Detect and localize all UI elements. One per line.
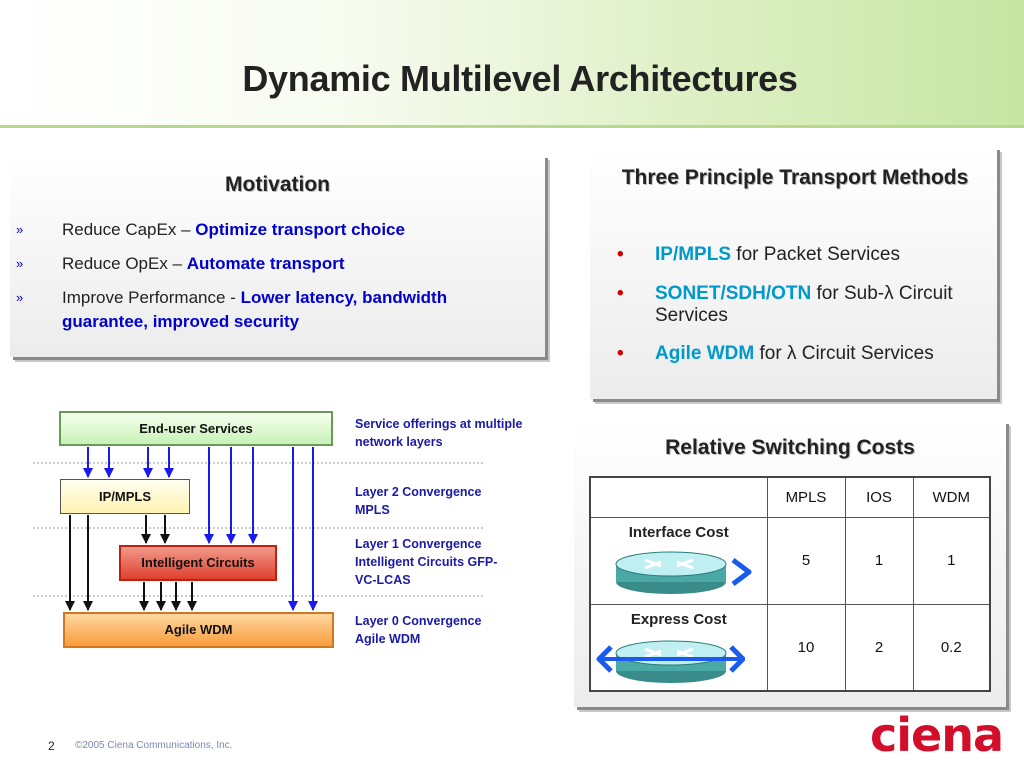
motivation-item-highlight: Lower latency, bandwidth guarantee, impr… <box>62 288 448 331</box>
row-label: Interface Cost <box>628 523 729 541</box>
service-note: Service offerings at multiple network la… <box>355 417 523 449</box>
methods-item: • Agile WDM for λ Circuit Services <box>617 343 975 365</box>
cost-table: MPLS IOS WDM Interface Cost 5 1 1 Expres <box>589 476 991 692</box>
motivation-panel: Motivation » Reduce CapEx – Optimize tra… <box>10 155 545 357</box>
bullet-icon: » <box>16 256 24 271</box>
row-label: Express Cost <box>630 610 727 628</box>
methods-item: • IP/MPLS for Packet Services <box>617 244 975 266</box>
layer-diagram <box>33 447 483 611</box>
table-header-cell: IOS <box>844 476 914 518</box>
table-header-cell: MPLS <box>766 476 846 518</box>
methods-panel: Three Principle Transport Methods • IP/M… <box>590 147 997 399</box>
table-cell: 1 <box>912 516 991 605</box>
black-arrows <box>65 515 197 611</box>
methods-item-highlight: SONET/SDH/OTN <box>655 283 812 304</box>
bullet-icon: • <box>617 244 624 265</box>
methods-item: • SONET/SDH/OTN for Sub-λ Circuit Servic… <box>617 283 975 327</box>
intelligent-circuits-box: Intelligent Circuits <box>119 545 277 581</box>
table-cell: 2 <box>844 603 914 692</box>
router-express-icon <box>596 640 745 683</box>
table-cell: 5 <box>766 516 846 605</box>
layer1-note: Layer 1 Convergence Intelligent Circuits… <box>355 537 498 587</box>
methods-item-highlight: IP/MPLS <box>655 244 732 265</box>
blue-arrows <box>83 447 318 611</box>
bullet-icon: » <box>16 290 24 305</box>
motivation-item: » Improve Performance - Lower latency, b… <box>16 286 527 334</box>
table-cell: 10 <box>766 603 846 692</box>
table-row: Interface Cost 5 1 1 <box>589 516 991 605</box>
motivation-item-text: Reduce OpEx – <box>62 254 187 273</box>
table-header-row: MPLS IOS WDM <box>589 476 991 518</box>
bullet-icon: • <box>617 283 624 304</box>
motivation-item: » Reduce CapEx – Optimize transport choi… <box>16 218 527 242</box>
motivation-item: » Reduce OpEx – Automate transport <box>16 252 527 276</box>
row-label-cell: Express Cost <box>589 603 768 692</box>
motivation-item-highlight: Automate transport <box>186 254 345 273</box>
methods-item-text: for λ Circuit Services <box>754 343 934 364</box>
agile-wdm-box: Agile WDM <box>63 612 334 648</box>
methods-title: Three Principle Transport Methods <box>621 166 969 189</box>
layer-divider-lines <box>33 462 483 597</box>
motivation-title: Motivation <box>225 173 330 196</box>
motivation-item-highlight: Optimize transport choice <box>195 220 405 239</box>
bullet-icon: » <box>16 222 24 237</box>
table-cell: 1 <box>844 516 914 605</box>
methods-item-highlight: Agile WDM <box>655 343 755 364</box>
ip-mpls-box: IP/MPLS <box>60 479 190 514</box>
costs-title: Relative Switching Costs <box>665 436 915 459</box>
end-user-services-box: End-user Services <box>59 411 333 446</box>
header-band <box>0 0 1024 128</box>
copyright: ©2005 Ciena Communications, Inc. <box>75 740 233 751</box>
table-row: Express Cost 10 2 0.2 <box>589 603 991 692</box>
layer0-note: Layer 0 Convergence Agile WDM <box>355 614 482 646</box>
bullet-icon: • <box>617 343 624 364</box>
methods-item-text: for Packet Services <box>731 244 900 265</box>
methods-item-text: for Sub-λ Circuit Services <box>655 283 953 326</box>
page-number: 2 <box>48 739 55 753</box>
table-header-empty <box>589 476 768 518</box>
table-cell: 0.2 <box>912 603 991 692</box>
motivation-item-text: Reduce CapEx – <box>62 220 196 239</box>
motivation-item-text: Improve Performance - <box>62 288 241 307</box>
router-icon <box>615 551 752 594</box>
page-title: Dynamic Multilevel Architectures <box>242 58 798 99</box>
row-label-cell: Interface Cost <box>589 516 768 605</box>
table-header-cell: WDM <box>912 476 991 518</box>
costs-panel: Relative Switching Costs MPLS IOS WDM In… <box>574 421 1006 707</box>
ciena-logo: ciena <box>870 708 1004 762</box>
layer2-note: Layer 2 Convergence MPLS <box>355 485 482 517</box>
